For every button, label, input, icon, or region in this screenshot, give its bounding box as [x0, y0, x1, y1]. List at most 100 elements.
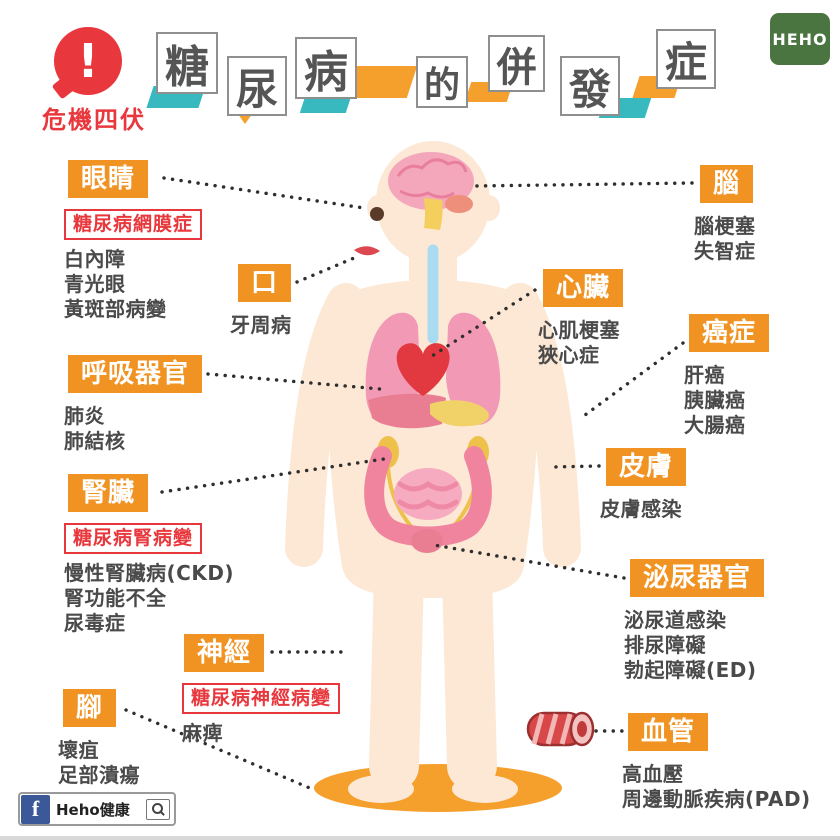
callout-mouth-items: 牙周病: [230, 313, 292, 338]
callout-urinary: 泌尿器官 泌尿道感染 排尿障礙 勃起障礙(ED): [624, 559, 765, 683]
callout-foot-title: 腳: [63, 689, 117, 727]
list-item: 腎功能不全: [64, 585, 167, 610]
callout-vessel-title: 血管: [628, 713, 709, 751]
list-item: 失智症: [694, 239, 756, 263]
list-item: 牙周病: [230, 313, 292, 337]
callout-kidney-title: 腎臟: [68, 474, 149, 512]
callout-urinary-items: 泌尿道感染 排尿障礙 勃起障礙(ED): [624, 608, 764, 683]
callout-kidney: 腎臟 糖尿病腎病變 慢性腎臟病(CKD) 腎功能不全 尿毒症: [64, 474, 234, 636]
list-item: 泌尿道感染: [624, 608, 727, 632]
callout-cancer-title: 癌症: [689, 314, 770, 352]
connector-eyes: [162, 176, 366, 210]
connector-brain: [474, 181, 694, 188]
stomach-organ: [430, 400, 489, 427]
connector-foot: [124, 708, 314, 791]
alert-bubble-icon: !: [54, 27, 122, 95]
callout-vessel: 血管 高血壓 周邊動脈疾病(PAD): [622, 713, 811, 812]
connector-cancer: [583, 341, 685, 417]
callout-nerve: 神經 糖尿病神經病變 麻痺: [182, 634, 341, 746]
callout-cancer: 癌症 肝癌 胰臟癌 大腸癌: [684, 314, 770, 438]
callout-skin: 皮膚 皮膚感染: [600, 448, 687, 522]
callout-vessel-items: 高血壓 周邊動脈疾病(PAD): [622, 762, 811, 812]
list-item: 壞疽: [58, 738, 99, 762]
alert-label: 危機四伏: [42, 106, 146, 134]
callout-cancer-items: 肝癌 胰臟癌 大腸癌: [684, 363, 769, 438]
callout-respiratory-title: 呼吸器官: [68, 355, 203, 393]
connector-skin: [550, 464, 601, 469]
callout-brain-items: 腦梗塞 失智症: [694, 214, 756, 264]
list-item: 肺結核: [64, 429, 126, 453]
connector-urinary: [432, 543, 626, 580]
facebook-icon[interactable]: f: [21, 794, 50, 824]
callout-nerve-title: 神經: [184, 634, 265, 672]
list-item: 周邊動脈疾病(PAD): [622, 787, 811, 811]
eye-mark: [370, 207, 384, 221]
callout-brain: 腦 腦梗塞 失智症: [694, 165, 756, 264]
callout-nerve-tag: 糖尿病神經病變: [182, 683, 341, 714]
callout-heart-items: 心肌梗塞 狹心症: [538, 318, 623, 368]
list-item: 心肌梗塞: [538, 318, 620, 342]
callout-heart-title: 心臟: [543, 269, 624, 307]
list-item: 足部潰瘍: [58, 763, 140, 787]
list-item: 腦梗塞: [694, 214, 756, 238]
title-char: 病: [295, 37, 357, 99]
connector-heart: [430, 288, 537, 358]
callout-eyes: 眼睛 糖尿病網膜症 白內障 青光眼 黃斑部病變: [64, 160, 203, 322]
list-item: 白內障: [64, 246, 126, 271]
callout-mouth: 口 牙周病: [230, 264, 292, 338]
list-item: 皮膚感染: [600, 497, 682, 521]
list-item: 胰臟癌: [684, 388, 746, 412]
connector-mouth: [295, 256, 356, 284]
facebook-page-label: Heho健康: [56, 800, 130, 819]
callout-heart: 心臟 心肌梗塞 狹心症: [538, 269, 624, 368]
title-char: 症: [656, 29, 716, 89]
callout-eyes-items: 白內障 青光眼 黃斑部病變: [64, 247, 202, 322]
list-item: 黃斑部病變: [64, 296, 167, 321]
facebook-follow-bar[interactable]: f Heho健康: [18, 792, 176, 826]
brain-organ: [388, 152, 474, 230]
list-item: 青光眼: [64, 271, 126, 296]
callout-mouth-title: 口: [238, 264, 292, 302]
callout-foot-items: 壞疽 足部潰瘍: [58, 738, 140, 788]
title-char: 併: [488, 35, 545, 92]
callout-eyes-title: 眼睛: [68, 160, 149, 198]
bottom-divider: [0, 836, 840, 840]
list-item: 高血壓: [622, 762, 684, 786]
liver-organ: [368, 393, 446, 429]
callout-kidney-tag: 糖尿病腎病變: [64, 523, 203, 554]
title-char: 的: [416, 56, 468, 108]
callout-respiratory: 呼吸器官 肺炎 肺結核: [64, 355, 203, 454]
list-item: 肝癌: [684, 363, 725, 387]
list-item: 尿毒症: [64, 610, 126, 635]
list-item: 慢性腎臟病(CKD): [64, 560, 235, 585]
blood-vessel-icon: [526, 711, 595, 747]
mouth-mark: [354, 246, 380, 256]
search-button[interactable]: [146, 798, 170, 820]
title-accent: [346, 66, 418, 98]
exclamation-icon: !: [77, 34, 99, 88]
connector-kidney: [160, 457, 386, 494]
title-char: 尿: [227, 56, 287, 116]
callout-respiratory-items: 肺炎 肺結核: [64, 404, 202, 454]
callout-eyes-tag: 糖尿病網膜症: [64, 209, 203, 240]
callout-brain-title: 腦: [700, 165, 754, 203]
callout-foot: 腳 壞疽 足部潰瘍: [58, 689, 140, 788]
list-item: 大腸癌: [684, 413, 746, 437]
callout-nerve-items: 麻痺: [182, 721, 340, 746]
list-item: 肺炎: [64, 404, 105, 428]
title-char: 發: [560, 56, 620, 116]
title-char: 糖: [156, 32, 218, 94]
callout-skin-items: 皮膚感染: [600, 497, 686, 522]
list-item: 狹心症: [538, 343, 600, 367]
callout-kidney-items: 慢性腎臟病(CKD) 腎功能不全 尿毒症: [64, 561, 234, 636]
list-item: 麻痺: [182, 720, 223, 745]
callout-urinary-title: 泌尿器官: [630, 559, 765, 597]
brand-logo: HEHO: [770, 13, 830, 65]
search-icon: [152, 803, 164, 815]
list-item: 排尿障礙: [624, 633, 706, 657]
callout-skin-title: 皮膚: [606, 448, 687, 486]
connector-respiratory: [206, 372, 382, 391]
